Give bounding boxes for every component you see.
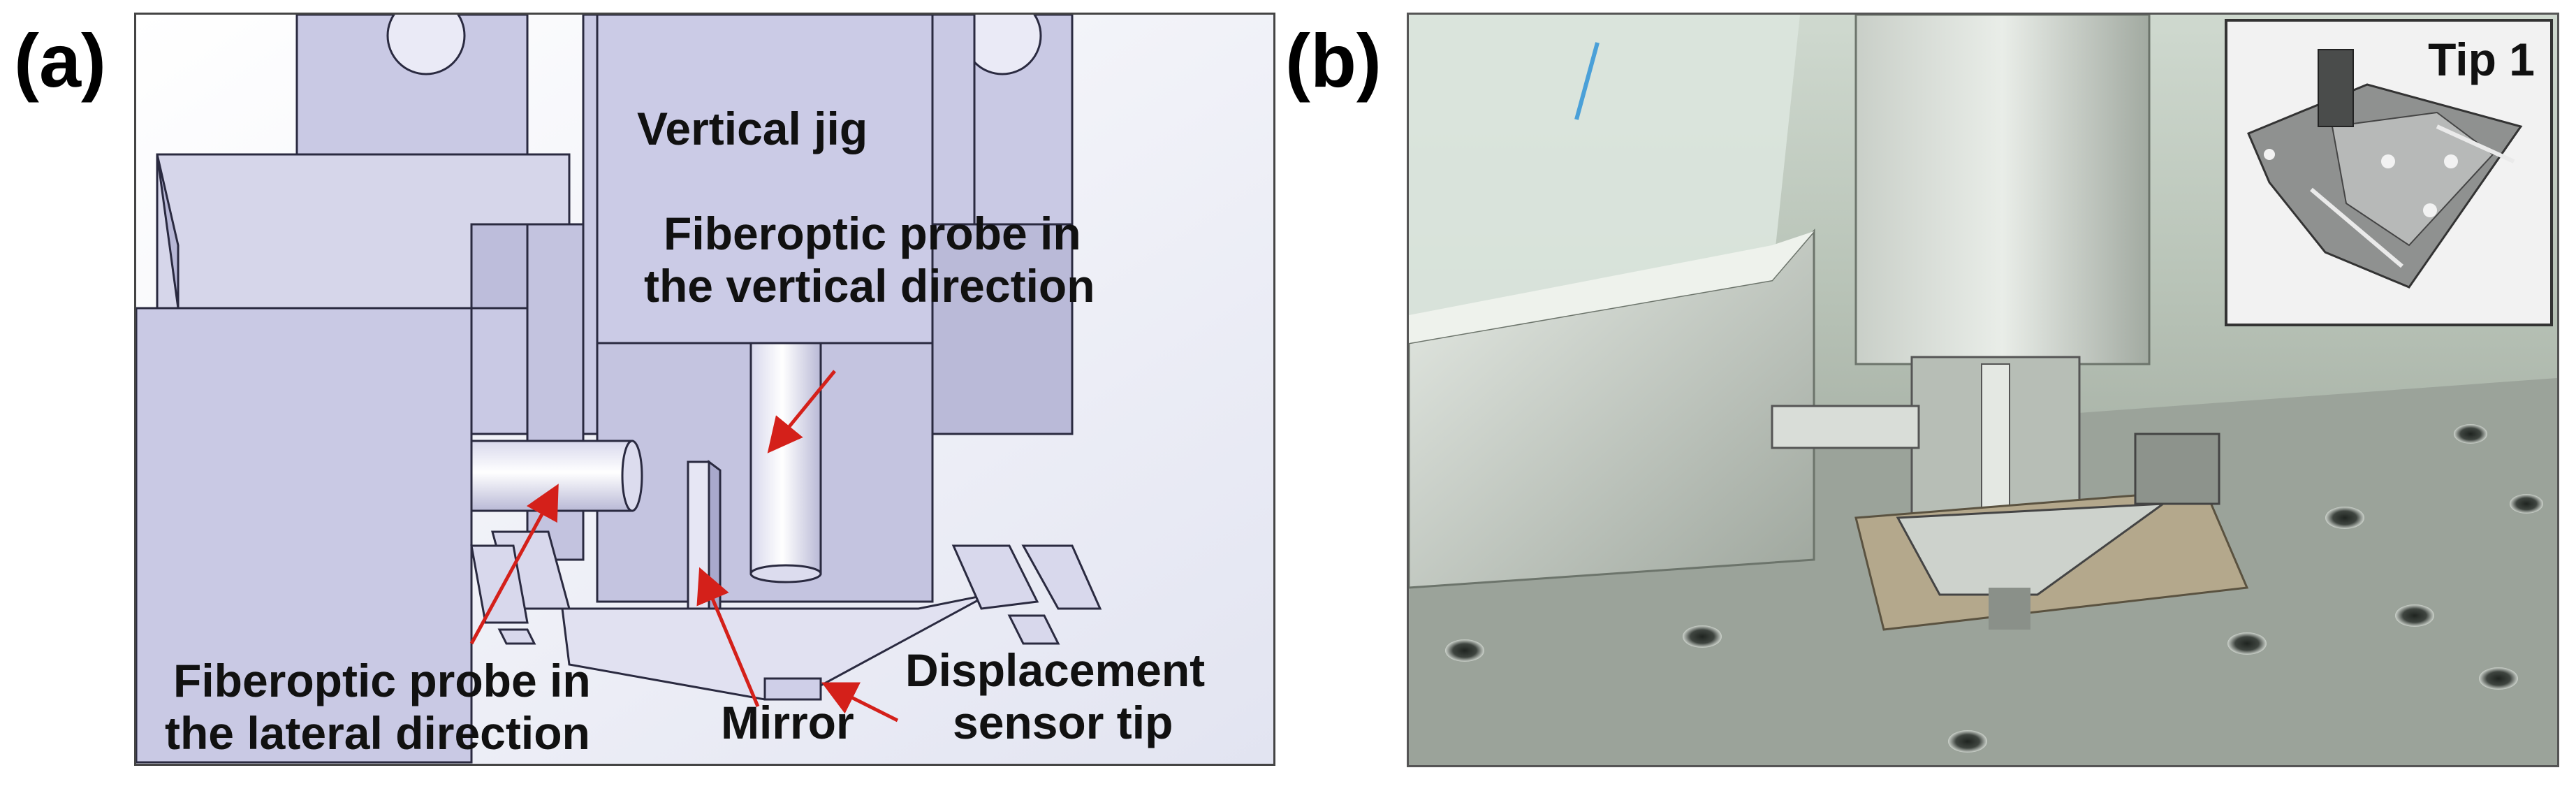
label-probe-vertical-1: Fiberoptic probe in [664,208,1081,259]
lateral-jig [136,153,585,764]
panel-b-photo: Tip 1 [1407,13,2559,767]
sensor-tip-plate [470,530,1102,701]
label-sensor-tip-1: Displacement [905,644,1206,696]
vertical-jig-photo [1854,15,2151,365]
lateral-probe-rod [470,440,634,512]
panel-b-letter: (b) [1285,18,1382,103]
vertical-probe-rod [749,342,822,575]
annotation-arrows [469,370,899,723]
table-holes [1445,424,2543,753]
label-probe-lateral-1: Fiberoptic probe in [173,655,591,706]
cad-render [136,15,1273,764]
label-probe-lateral-2: the lateral direction [165,707,590,759]
label-sensor-tip-2: sensor tip [953,697,1173,748]
lateral-probe-photo [1771,405,1920,449]
label-vertical-jig: Vertical jig [637,103,868,154]
label-probe-vertical-2: the vertical direction [644,260,1095,312]
tip1-inset-render [2247,49,2523,289]
label-mirror: Mirror [721,697,854,748]
left-aluminum-block [1409,228,1815,589]
panel-a-letter: (a) [14,18,106,103]
label-tip1: Tip 1 [2428,34,2535,85]
tip1-inset: Tip 1 [2225,19,2553,326]
panel-a-cad-drawing [134,13,1275,766]
